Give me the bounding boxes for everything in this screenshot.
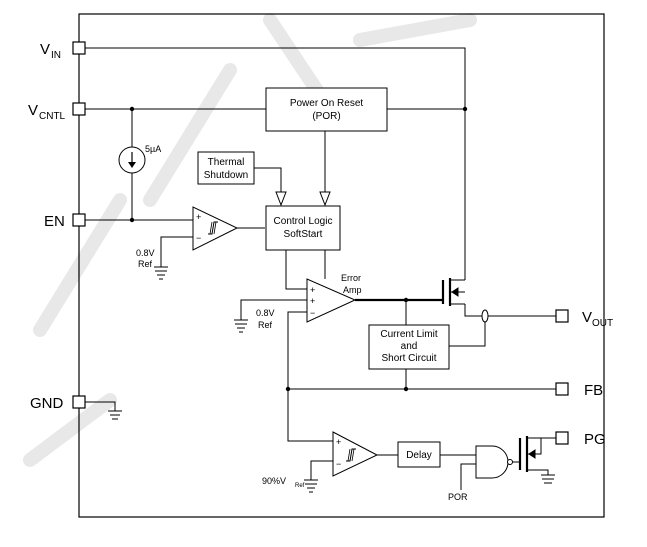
pin-vout: V OUT (555, 309, 613, 329)
control-logic-line1: Control Logic (274, 216, 333, 227)
pin-gnd-label: GND (30, 395, 64, 412)
current-limit-line3: Short Circuit (381, 353, 436, 364)
pin-vout-label: V (582, 309, 592, 326)
current-limit-line2: and (401, 341, 418, 352)
pin-vout-sub: OUT (592, 318, 613, 329)
en-comparator: + − (192, 206, 239, 251)
pin-vin: V IN (40, 41, 86, 61)
pg-ref-sub: Ref (295, 483, 305, 489)
current-limit-block: Current Limit and Short Circuit (368, 324, 450, 370)
current-source: 5µA (118, 144, 161, 174)
en-ref-name: Ref (138, 259, 153, 269)
nand-por-label: POR (448, 492, 468, 502)
control-logic-block: Control Logic SoftStart (265, 205, 341, 251)
ground-icon (234, 319, 248, 333)
pin-pg-label: PG (584, 431, 606, 448)
pg-comparator-minus: − (336, 459, 341, 469)
current-sense-icon (481, 309, 489, 323)
error-amp-label-2: Amp (343, 285, 362, 295)
en-comparator-minus: − (196, 233, 201, 243)
pin-vcntl-label: V (28, 102, 38, 119)
pg-comparator-plus: + (336, 437, 341, 447)
en-ref: 0.8V Ref (136, 248, 168, 280)
error-amp: + + − Error Amp (306, 273, 362, 323)
junction-dots (129, 106, 468, 392)
error-amp-minus: − (310, 308, 315, 318)
current-source-label: 5µA (145, 144, 161, 154)
pin-fb: FB (555, 382, 603, 399)
pg-transistor (518, 436, 549, 475)
ea-ref-value: 0.8V (256, 308, 275, 318)
error-amp-plus-1: + (310, 285, 315, 295)
control-logic-line2: SoftStart (284, 229, 323, 240)
error-amp-label-1: Error (341, 273, 361, 283)
pin-vin-label: V (40, 41, 50, 58)
ground-icon (108, 410, 122, 420)
por-block-line1: Power On Reset (290, 98, 364, 109)
delay-block-label: Delay (406, 450, 432, 461)
pin-vcntl-sub: CNTL (39, 111, 66, 122)
control-input-arrows (275, 191, 331, 207)
delay-block: Delay (397, 441, 441, 468)
en-comparator-plus: + (196, 212, 201, 222)
ea-ref-name: Ref (258, 320, 273, 330)
pg-ref: 90%V Ref (262, 476, 318, 493)
pin-en: EN (44, 213, 86, 230)
chip-outline (78, 13, 605, 518)
pass-transistor (441, 278, 465, 306)
por-block-line2: (POR) (312, 111, 340, 122)
pg-comparator: + − (332, 431, 379, 477)
pin-vcntl: V CNTL (28, 102, 86, 122)
pin-vin-sub: IN (51, 50, 61, 61)
pin-en-label: EN (44, 213, 65, 230)
nand-gate: POR (448, 445, 513, 502)
watermark (23, 13, 477, 467)
thermal-block-line2: Shutdown (204, 170, 248, 181)
error-amp-plus-2: + (310, 296, 315, 306)
thermal-block: Thermal Shutdown (197, 151, 255, 185)
pin-pg: PG (555, 431, 606, 448)
thermal-block-line1: Thermal (208, 157, 245, 168)
pg-ref-main: 90%V (262, 476, 286, 486)
ea-ref: 0.8V Ref (234, 308, 275, 333)
ground-icon (304, 479, 318, 493)
ground-icon (541, 474, 555, 484)
current-limit-line1: Current Limit (380, 329, 437, 340)
ground-icon (154, 266, 168, 280)
en-ref-value: 0.8V (136, 248, 155, 258)
pin-gnd: GND (30, 395, 86, 412)
pin-fb-label: FB (584, 382, 603, 399)
por-block: Power On Reset (POR) (265, 87, 388, 132)
